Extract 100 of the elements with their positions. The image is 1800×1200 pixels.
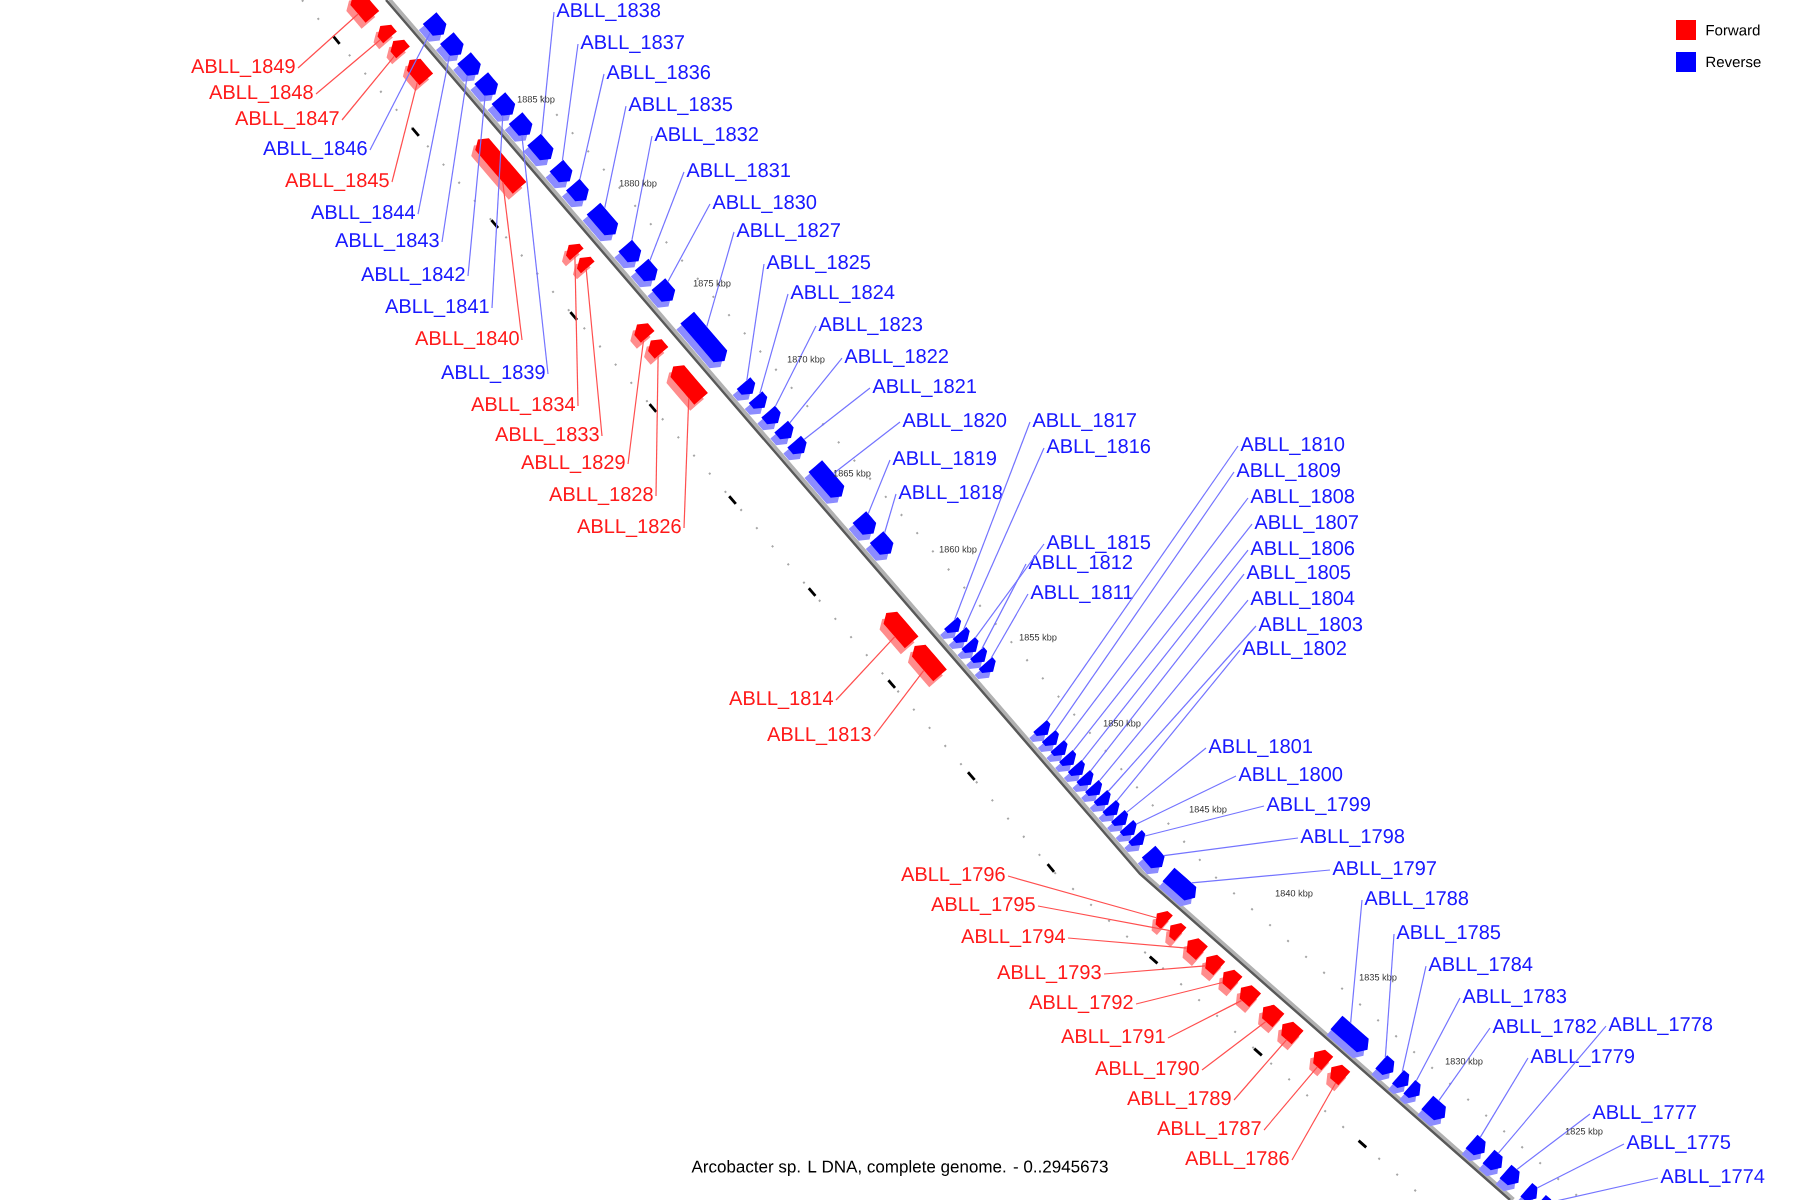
- gene-block: [487, 92, 516, 122]
- gene-label: ABLL_1793: [997, 965, 1101, 983]
- leader-line: [1167, 999, 1243, 1039]
- leader-line: [1046, 445, 1239, 721]
- gene-block: [1201, 954, 1226, 982]
- leader-line: [963, 447, 1045, 630]
- gene-block: [630, 258, 658, 288]
- gene-block: [1277, 1021, 1304, 1051]
- leader-line: [974, 543, 1045, 639]
- leader-line: [867, 459, 891, 515]
- gene-block: [1516, 1182, 1538, 1200]
- gene-label: ABLL_1841: [385, 299, 489, 317]
- gene-label: ABLL_1804: [1250, 591, 1355, 609]
- gene-label: ABLL_1824: [790, 285, 895, 303]
- leader-line: [981, 563, 1027, 650]
- gene-block: [644, 339, 669, 365]
- gene-block: [783, 435, 807, 461]
- gene-block: [1029, 720, 1051, 742]
- leader-line: [315, 39, 381, 95]
- gene-block: [1495, 1164, 1520, 1192]
- leader-line: [803, 387, 871, 441]
- gene-label: ABLL_1795: [931, 897, 1035, 915]
- gene-label: ABLL_1789: [1127, 1091, 1231, 1109]
- gene-label: ABLL_1797: [1332, 861, 1436, 879]
- leader-line: [1116, 649, 1241, 802]
- leader-line: [1263, 1066, 1318, 1131]
- gene-label: ABLL_1787: [1157, 1121, 1261, 1139]
- gene-block: [974, 657, 996, 679]
- leader-line: [369, 32, 431, 151]
- leader-line: [1037, 905, 1171, 932]
- caption: Arcobacter sp. L DNA, complete genome. - 0..2945673: [691, 1160, 1108, 1176]
- leader-line: [1007, 875, 1157, 919]
- gene-block: [1388, 1069, 1410, 1095]
- gene-block: [1081, 780, 1103, 802]
- leader-line: [1081, 549, 1249, 762]
- gene-block: [865, 531, 894, 561]
- gene-label: ABLL_1822: [844, 349, 948, 367]
- gene-label: ABLL_1790: [1095, 1061, 1199, 1079]
- gene-label: ABLL_1845: [285, 173, 389, 191]
- gene-block: [770, 420, 794, 446]
- gene-block: [1417, 1095, 1446, 1127]
- gene-block: [1046, 740, 1068, 762]
- leader-line: [789, 357, 843, 424]
- gene-block: [614, 239, 642, 269]
- gene-block: [848, 511, 877, 541]
- gene-label: ABLL_1827: [736, 223, 840, 241]
- gene-label: ABLL_1843: [335, 233, 439, 251]
- gene-label: ABLL_1814: [729, 691, 833, 709]
- gene-block: [545, 159, 573, 189]
- leader-line: [1067, 937, 1188, 949]
- leader-line: [627, 339, 645, 465]
- leader-line: [683, 397, 690, 529]
- gene-label: ABLL_1839: [441, 365, 545, 383]
- gene-label: ABLL_1800: [1238, 767, 1343, 785]
- gene-label: ABLL_1803: [1258, 617, 1363, 635]
- leader-line: [884, 493, 897, 534]
- leader-line: [1516, 1113, 1591, 1171]
- leader-line: [1103, 965, 1207, 975]
- leader-line: [541, 11, 555, 136]
- gene-block: [1182, 938, 1208, 966]
- gene-label: ABLL_1785: [1396, 925, 1501, 943]
- gene-block: [1063, 760, 1085, 782]
- gene-block: [573, 256, 595, 280]
- leader-line: [1107, 625, 1257, 792]
- gene-label: ABLL_1792: [1029, 995, 1133, 1013]
- gene-block: [562, 178, 589, 208]
- gene-label: ABLL_1799: [1266, 797, 1370, 815]
- leader-line: [467, 95, 486, 277]
- gene-label: ABLL_1834: [471, 397, 575, 415]
- gene-block: [966, 647, 988, 669]
- gene-label: ABLL_1844: [311, 205, 415, 223]
- gene-label: ABLL_1848: [209, 85, 313, 103]
- gene-block: [676, 311, 728, 369]
- leader-line: [521, 134, 549, 375]
- gene-block: [879, 611, 919, 655]
- gene-label: ABLL_1829: [521, 455, 625, 473]
- gene-label: ABLL_1810: [1240, 437, 1345, 455]
- leader-line: [1090, 573, 1245, 772]
- gene-block: [1461, 1134, 1486, 1162]
- gene-block: [1072, 770, 1094, 792]
- gene-label: ABLL_1778: [1608, 1017, 1713, 1035]
- gene-block: [453, 52, 481, 82]
- gene-block: [1165, 922, 1187, 948]
- gene-label: ABLL_1842: [361, 267, 465, 285]
- gene-block: [1258, 1004, 1285, 1034]
- gene-block: [471, 138, 527, 200]
- leader-line: [1098, 599, 1249, 782]
- leader-line: [1438, 1027, 1491, 1102]
- gene-block: [1107, 810, 1129, 832]
- leader-line: [1072, 523, 1253, 752]
- gene-label: ABLL_1818: [898, 485, 1003, 503]
- gene-label: ABLL_1808: [1250, 489, 1355, 507]
- gene-block: [940, 617, 962, 639]
- gene-label: ABLL_1836: [606, 65, 711, 83]
- leader-line: [706, 231, 735, 328]
- gene-label: ABLL_1847: [235, 111, 339, 129]
- gene-label: ABLL_1784: [1428, 957, 1533, 975]
- gene-block: [1115, 820, 1137, 842]
- gene-block: [1478, 1149, 1503, 1177]
- leader-line: [1191, 869, 1331, 884]
